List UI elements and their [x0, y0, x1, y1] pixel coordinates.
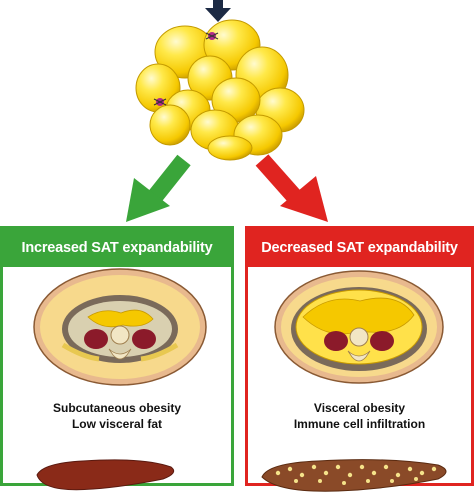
caption-line-2: Immune cell infiltration	[293, 417, 426, 431]
red-arrow-icon	[255, 154, 328, 222]
increased-expandability-panel: Increased SAT expandability Subcut	[0, 226, 234, 491]
adipocyte-cluster-icon	[135, 19, 305, 161]
immune-cell-icon	[205, 32, 219, 40]
green-arrow-icon	[126, 154, 191, 222]
panel-header: Increased SAT expandability	[3, 229, 231, 267]
decreased-expandability-panel: Decreased SAT expandability	[245, 226, 474, 492]
caption-line-1: Subcutaneous obesity	[52, 401, 182, 415]
caption-line-1: Visceral obesity	[313, 401, 406, 415]
fatty-liver-icon	[261, 459, 447, 492]
panel-header: Decreased SAT expandability	[248, 229, 471, 267]
immune-cell-icon	[153, 98, 167, 106]
input-arrow-icon	[205, 0, 231, 22]
abdominal-section-subcutaneous-icon	[33, 268, 207, 491]
healthy-liver-icon	[36, 459, 175, 491]
caption-line-2: Low visceral fat	[71, 417, 163, 431]
top-graphics	[126, 0, 328, 222]
abdominal-section-visceral-icon	[261, 270, 447, 492]
